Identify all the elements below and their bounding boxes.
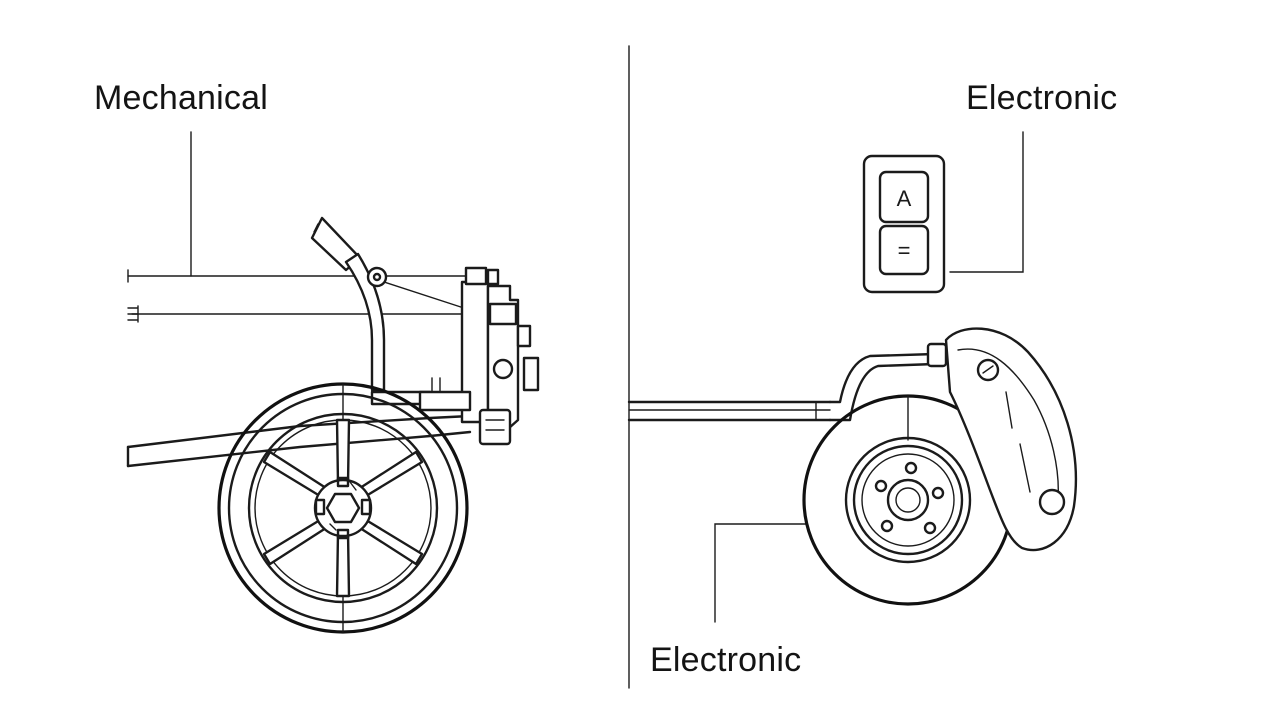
brake-disc <box>802 394 1014 606</box>
hand-brake-lever <box>310 216 388 392</box>
wheel-spokes <box>262 418 424 598</box>
switch-button-a-label: A <box>897 186 912 211</box>
electronic-label-top: Electronic <box>966 79 1118 117</box>
electronic-leader-top <box>949 131 1024 273</box>
electronic-caliper <box>926 327 1078 552</box>
suspension-arm <box>126 390 472 468</box>
electronic-axle-lines <box>627 352 937 422</box>
caliper-assembly <box>418 266 540 446</box>
parking-brake-cables <box>127 269 499 323</box>
mechanical-label: Mechanical <box>94 79 268 117</box>
electronic-leader-bottom <box>714 523 807 623</box>
electronic-parking-switch <box>862 154 946 294</box>
electronic-label-bottom: Electronic <box>650 641 802 679</box>
switch-button-equals-label: = <box>898 238 911 263</box>
wheel-hub <box>313 476 373 540</box>
